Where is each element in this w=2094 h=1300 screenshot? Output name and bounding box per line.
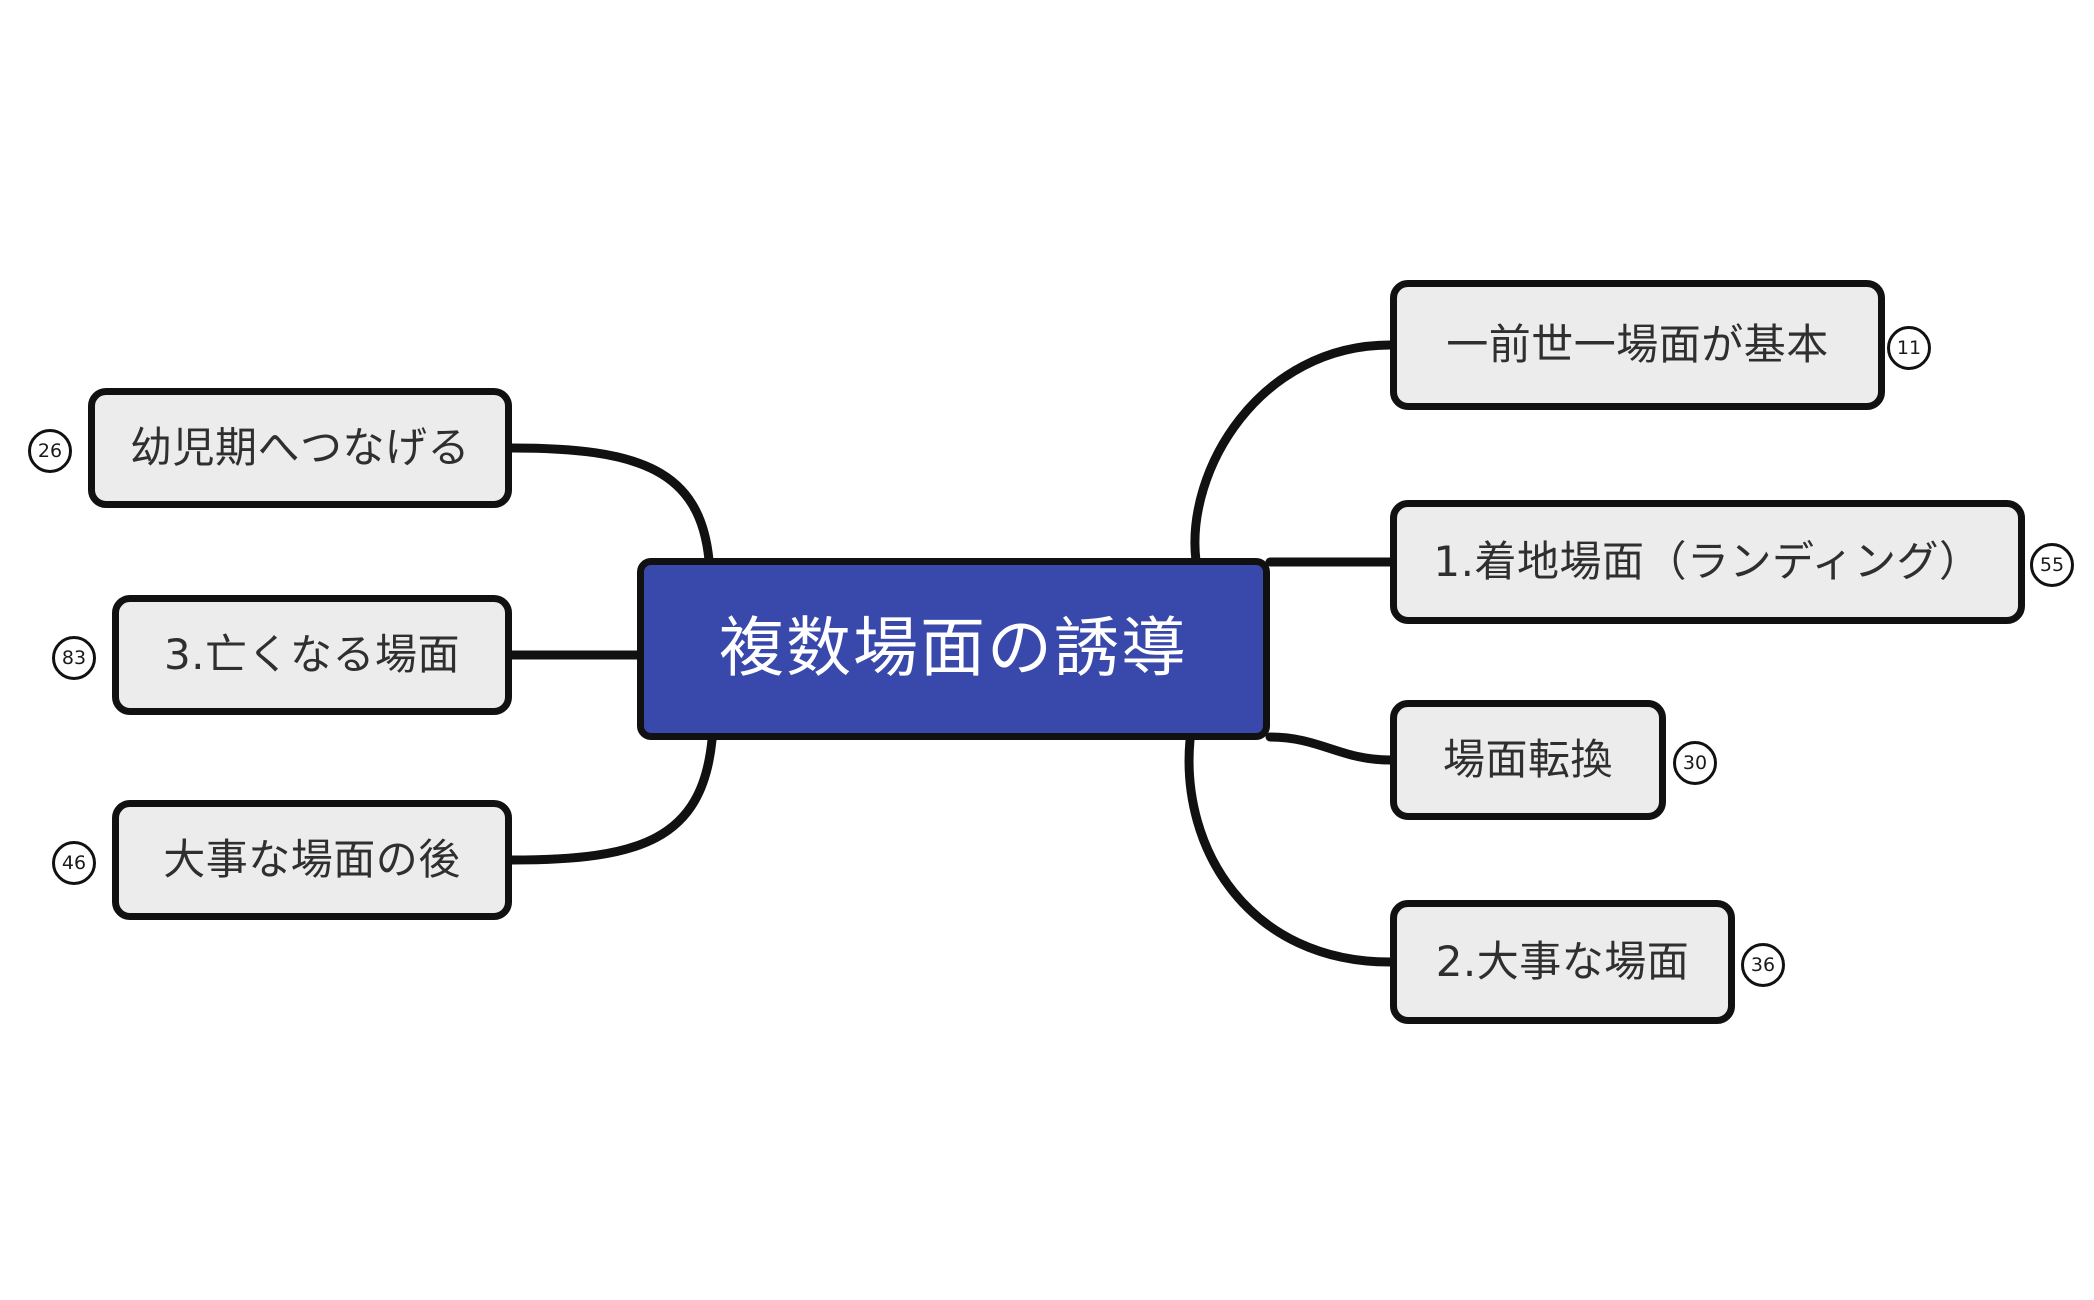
root-node-label: 複数場面の誘導 <box>718 610 1188 686</box>
edge-root-to-right-2 <box>1265 732 1395 765</box>
badge-right-1: 55 <box>2030 543 2074 587</box>
branch-node-right-1-label: 1.着地場面（ランディング） <box>1433 536 1982 586</box>
branch-node-right-3[interactable]: 2.大事な場面 <box>1390 900 1735 1024</box>
branch-node-right-0-label: 一前世一場面が基本 <box>1446 319 1829 369</box>
branch-node-left-2[interactable]: 大事な場面の後 <box>112 800 512 920</box>
branch-node-right-3-label: 2.大事な場面 <box>1435 936 1690 986</box>
badge-left-2-value: 46 <box>61 851 87 874</box>
branch-node-right-2[interactable]: 場面転換 <box>1390 700 1666 820</box>
edge-root-to-left-0 <box>507 443 714 565</box>
edge-root-to-right-0 <box>1190 340 1395 566</box>
badge-left-0-value: 26 <box>37 439 63 462</box>
branch-node-right-1[interactable]: 1.着地場面（ランディング） <box>1390 500 2025 624</box>
badge-right-2: 30 <box>1673 741 1717 785</box>
branch-node-right-2-label: 場面転換 <box>1442 734 1613 784</box>
branch-node-left-1[interactable]: 3.亡くなる場面 <box>112 595 512 715</box>
branch-node-left-2-label: 大事な場面の後 <box>163 834 461 884</box>
edge-root-to-right-3 <box>1184 735 1395 967</box>
branch-node-left-0[interactable]: 幼児期へつなげる <box>88 388 512 508</box>
badge-right-1-value: 55 <box>2039 553 2065 576</box>
badge-right-0: 11 <box>1887 326 1931 370</box>
badge-right-3: 36 <box>1741 943 1785 987</box>
badge-right-2-value: 30 <box>1682 751 1708 774</box>
edge-root-to-left-2 <box>507 735 717 865</box>
branch-node-right-0[interactable]: 一前世一場面が基本 <box>1390 280 1885 410</box>
badge-right-0-value: 11 <box>1896 336 1922 359</box>
badge-left-0: 26 <box>28 429 72 473</box>
badge-left-1-value: 83 <box>61 646 87 669</box>
branch-node-left-1-label: 3.亡くなる場面 <box>163 629 461 679</box>
badge-left-1: 83 <box>52 636 96 680</box>
root-node[interactable]: 複数場面の誘導 <box>637 558 1270 740</box>
badge-left-2: 46 <box>52 841 96 885</box>
badge-right-3-value: 36 <box>1750 953 1776 976</box>
branch-node-left-0-label: 幼児期へつなげる <box>129 422 470 472</box>
